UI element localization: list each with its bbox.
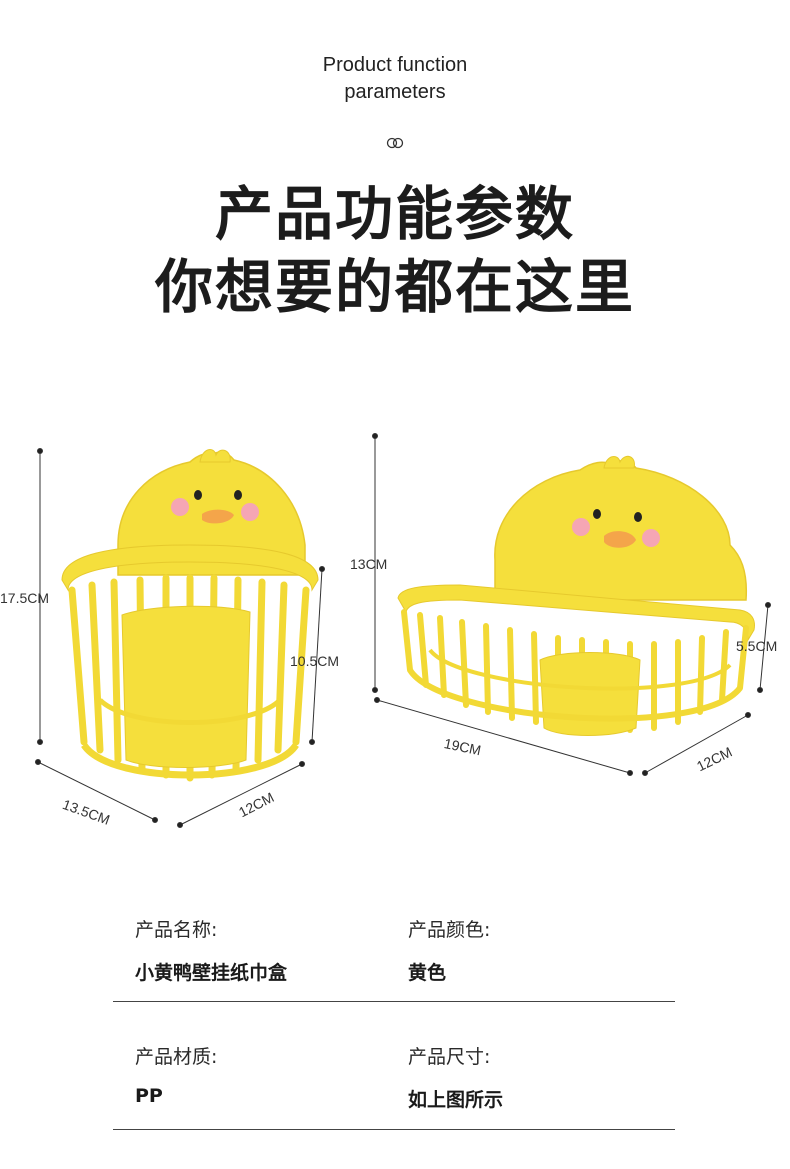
spec-name-label: 产品名称: (135, 919, 218, 941)
large-duck-left-eye (593, 509, 601, 519)
spec-divider-1 (113, 1001, 675, 1002)
small-tissue-box (61, 449, 319, 782)
english-title: Product function parameters (0, 52, 790, 106)
spec-material-label: 产品材质: (135, 1046, 218, 1068)
spec-material-value: PP (135, 1085, 163, 1107)
english-title-line-1: Product function (322, 54, 468, 76)
spec-color-value: 黄色 (408, 962, 447, 984)
large-basket-rim (397, 584, 755, 642)
english-title-line-2: parameters (344, 81, 446, 103)
large-basket-front-flap (539, 652, 641, 736)
spec-color: 产品颜色: 黄色 (408, 915, 490, 985)
large-duck-beak (604, 531, 636, 548)
product-dimension-figure: 17.5CM 10.5CM 13.5CM 12CM 13CM 5.5CM 19C… (0, 400, 790, 860)
large-duck-right-cheek (642, 529, 660, 547)
small-duck-right-cheek (241, 503, 259, 521)
large-duck-right-eye (634, 512, 642, 522)
double-ring-icon (386, 137, 404, 149)
small-duck-right-eye (234, 490, 242, 500)
spec-name: 产品名称: 小黄鸭壁挂纸巾盒 (135, 915, 287, 985)
small-height-label: 17.5CM (0, 590, 50, 606)
spec-size-value: 如上图所示 (408, 1089, 504, 1111)
large-height-label: 13CM (350, 556, 388, 572)
small-basket-front-flap (121, 605, 251, 768)
spec-color-label: 产品颜色: (408, 919, 491, 941)
small-duck-left-cheek (171, 498, 189, 516)
spec-name-value: 小黄鸭壁挂纸巾盒 (135, 962, 288, 984)
small-duck-left-eye (194, 490, 202, 500)
small-basket-height-label: 10.5CM (290, 653, 340, 669)
chinese-title-line-2: 你想要的都在这里 (154, 253, 635, 321)
large-duck-head (494, 460, 748, 601)
product-illustration (35, 433, 771, 828)
large-duck-left-cheek (572, 518, 590, 536)
small-duck-beak (202, 509, 234, 524)
large-tissue-box (397, 455, 755, 736)
spec-size-label: 产品尺寸: (408, 1046, 491, 1068)
chinese-title-line-1: 产品功能参数 (214, 180, 575, 248)
large-basket-height-label: 5.5CM (736, 638, 778, 654)
spec-material: 产品材质: PP (135, 1042, 217, 1107)
spec-divider-2 (113, 1129, 675, 1130)
small-basket-rim (61, 544, 319, 592)
spec-size: 产品尺寸: 如上图所示 (408, 1042, 503, 1112)
